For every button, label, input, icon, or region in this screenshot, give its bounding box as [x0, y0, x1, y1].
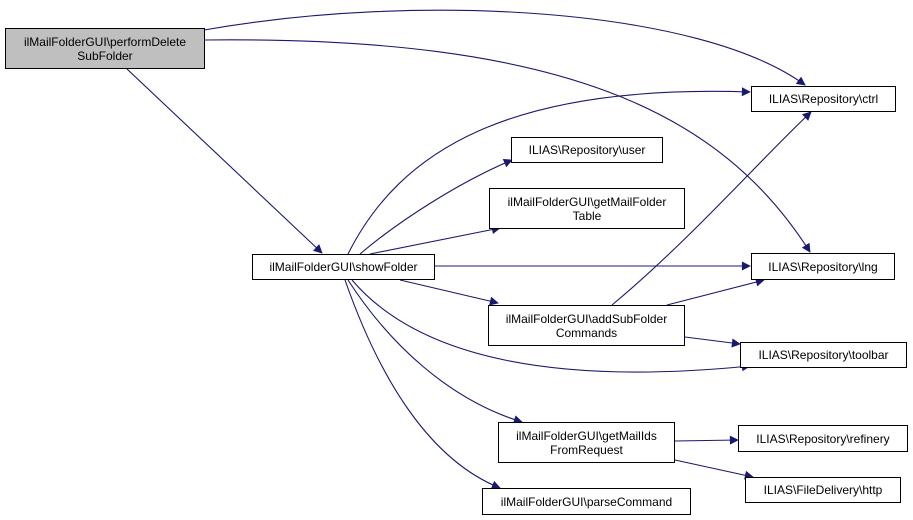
edge-addSubFolderCommands-to-toolbar [684, 336, 741, 348]
node-repository-refinery[interactable]: ILIAS\Repository\refinery [738, 425, 908, 452]
edge-showFolder-to-getMailFolderTable [369, 225, 501, 255]
edge-addSubFolderCommands-to-ctrl [611, 111, 812, 306]
edge-showFolder-to-addSubFolderCommands [399, 279, 499, 306]
node-parse-command[interactable]: ilMailFolderGUI\parseCommand [482, 488, 691, 515]
edge-perform-to-lng [203, 39, 811, 253]
node-get-mail-ids-from-request[interactable]: ilMailFolderGUI\getMailIds FromRequest [498, 422, 675, 463]
node-add-subfolder-commands[interactable]: ilMailFolderGUI\addSubFolder Commands [488, 305, 685, 346]
node-show-folder[interactable]: ilMailFolderGUI\showFolder [252, 254, 435, 280]
edge-showFolder-to-user [359, 159, 513, 255]
edge-getMailIdsFromRequest-to-http [674, 459, 754, 480]
edge-perform-to-ctrl [203, 9, 806, 86]
edge-addSubFolderCommands-to-lng [666, 277, 765, 306]
edge-showFolder-to-toolbar [351, 279, 751, 373]
node-perform-delete-subfolder[interactable]: ilMailFolderGUI\performDelete SubFolder [5, 28, 205, 69]
edge-showFolder-to-getMailIdsFromRequest [347, 279, 523, 424]
node-repository-user[interactable]: ILIAS\Repository\user [511, 137, 663, 163]
edge-showFolder-to-ctrl [347, 87, 751, 255]
node-repository-toolbar[interactable]: ILIAS\Repository\toolbar [740, 342, 907, 368]
edge-getMailIdsFromRequest-to-refinery [674, 435, 739, 445]
node-filedelivery-http[interactable]: ILIAS\FileDelivery\http [745, 477, 901, 503]
node-get-mail-folder-table[interactable]: ilMailFolderGUI\getMailFolder Table [489, 188, 685, 229]
node-repository-lng[interactable]: ILIAS\Repository\lng [751, 253, 895, 280]
edge-perform-to-showFolder [126, 68, 323, 254]
node-repository-ctrl[interactable]: ILIAS\Repository\ctrl [751, 86, 896, 112]
edge-showFolder-to-parseCommand [344, 279, 501, 490]
